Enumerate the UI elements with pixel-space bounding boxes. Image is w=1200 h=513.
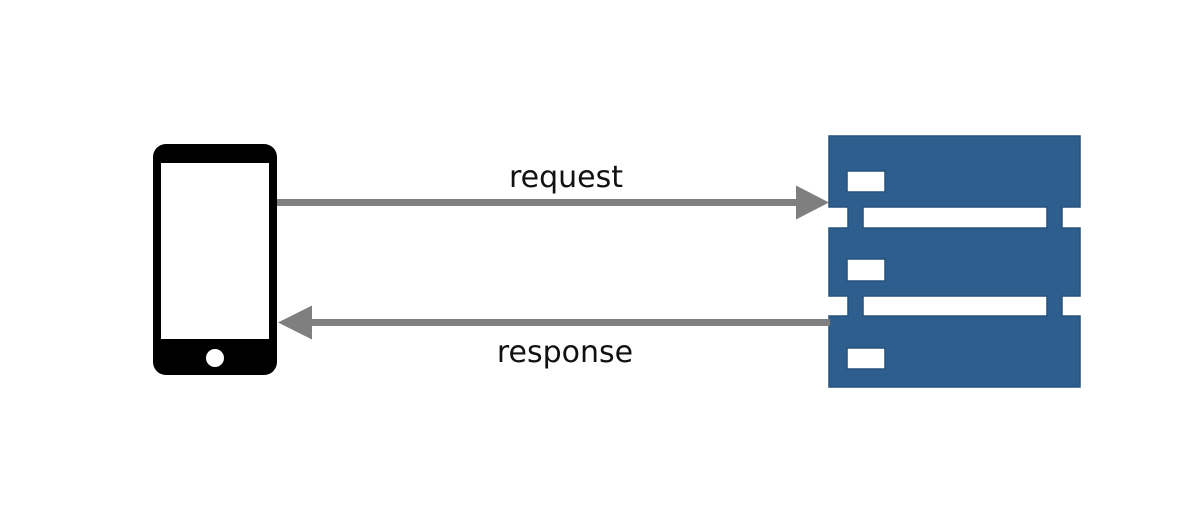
response-arrowhead-icon	[278, 305, 312, 340]
server-shape	[828, 135, 1081, 388]
phone-home-button	[206, 349, 224, 367]
response-label: response	[497, 335, 633, 370]
request-label: request	[509, 160, 623, 195]
phone-screen	[161, 163, 269, 339]
request-arrowhead-icon	[796, 185, 829, 220]
request-arrow: request	[277, 160, 829, 220]
response-arrow: response	[278, 305, 830, 370]
smartphone-icon	[153, 144, 277, 375]
server-stack-icon	[828, 135, 1081, 388]
